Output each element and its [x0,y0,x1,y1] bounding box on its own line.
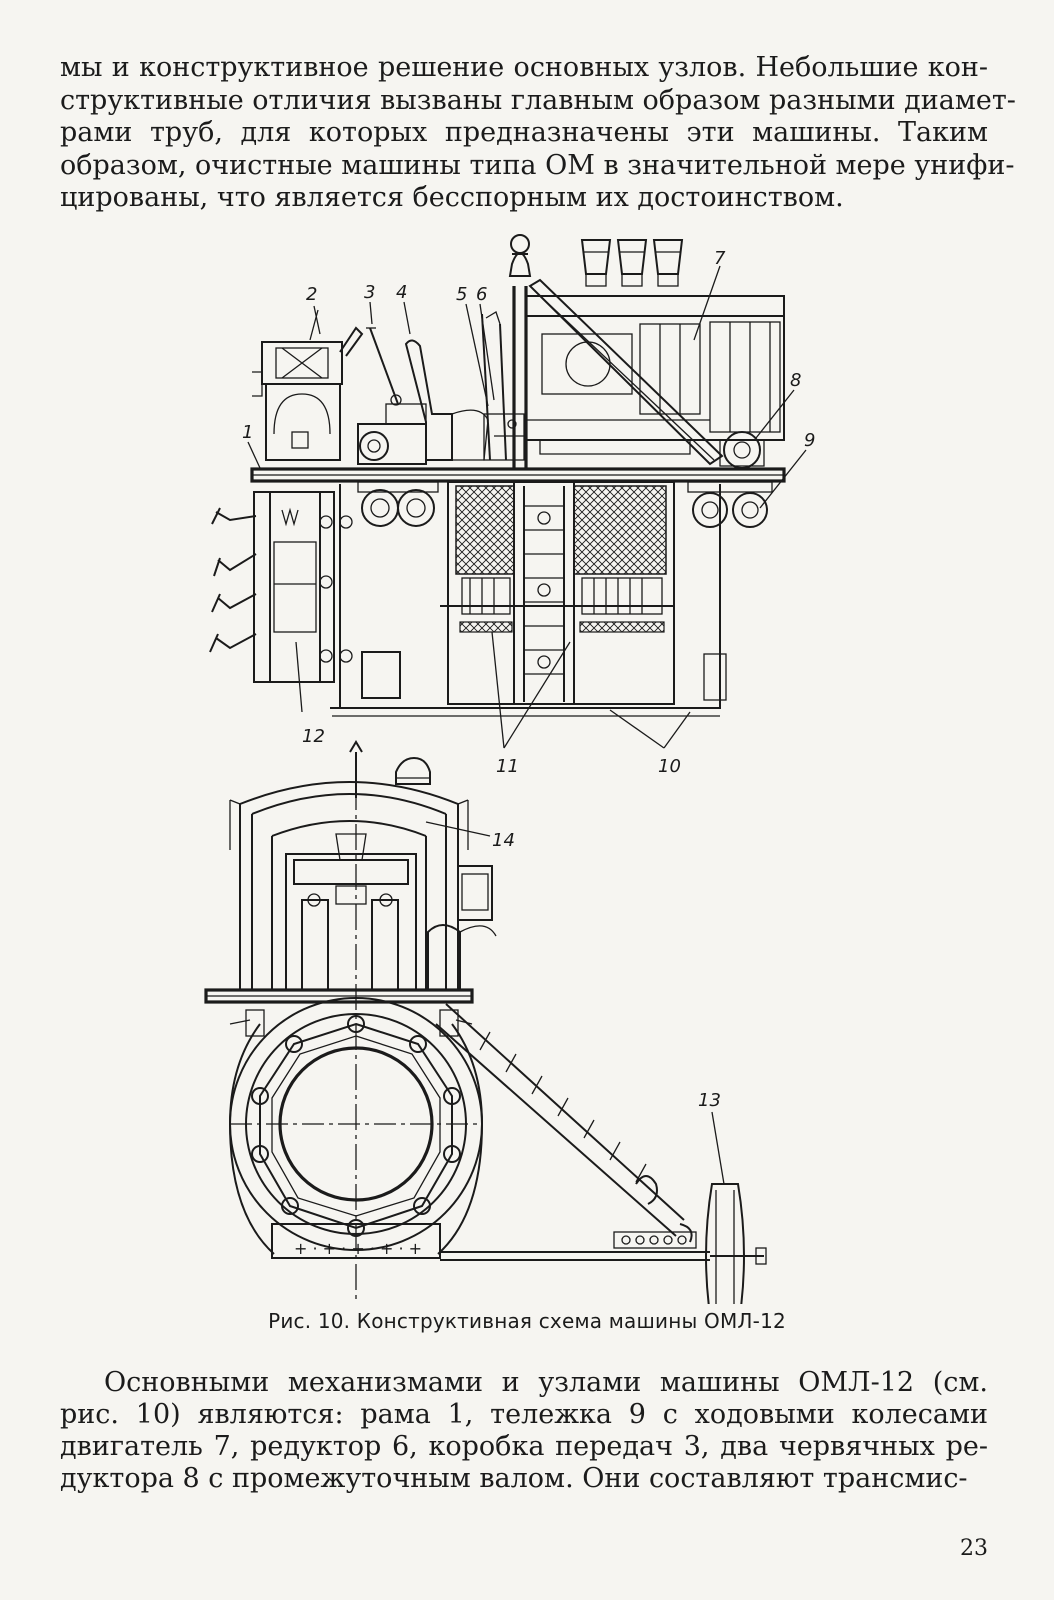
callout-2: 2 [306,284,317,305]
svg-text:+ · + · + · + · +: + · + · + · + · + [294,1239,422,1258]
callout-8: 8 [790,370,801,391]
text-line: мы и конструктивное решение основных узл… [60,52,988,83]
callout-1: 1 [242,422,253,443]
text-line: рис. 10) являются: рама 1, тележка 9 с х… [60,1399,988,1430]
chain-ladder [523,486,565,702]
text-line: дуктора 8 с промежуточным валом. Они сос… [60,1463,968,1494]
text-line: структивные отличия вызваны главным обра… [60,84,1016,116]
callout-9: 9 [804,430,815,451]
text-line: цированы, что является бесспорным их дос… [60,182,844,213]
callout-6: 6 [476,284,487,305]
callout-11: 11 [496,756,519,777]
paragraph-top: мы и конструктивное решение основных узл… [60,52,1016,215]
page-number: 23 [960,1536,988,1561]
inclined-conveyor [435,1003,697,1249]
callout-3: 3 [364,282,375,303]
side-view: 1 2 3 4 5 6 7 8 9 10 11 12 [209,234,815,777]
paragraph-bottom: Основными механизмами и узлами машины ОМ… [60,1367,988,1495]
text-line: двигатель 7, редуктор 6, коробка передач… [60,1431,988,1462]
callout-7: 7 [714,248,726,269]
brush-chain [251,1015,461,1237]
text-line: рами труб, для которых предназначены эти… [60,117,988,148]
callout-4: 4 [396,282,407,303]
callout-12: 12 [302,726,325,747]
callout-13: 13 [698,1090,721,1111]
text-line: образом, очистные машины типа ОМ в значи… [60,149,1015,181]
scraper-blocks [440,577,674,633]
figure-caption: Рис. 10. Конструктивная схема машины ОМЛ… [268,1309,786,1333]
text-line: Основными механизмами и узлами машины ОМ… [104,1367,988,1398]
machine-drawing: 1 2 3 4 5 6 7 8 9 10 11 12 [204,234,815,1304]
side-bracket [209,491,353,683]
callout-5: 5 [456,284,467,305]
callout-14: 14 [492,830,515,851]
callout-10: 10 [658,756,681,777]
figure-machine-schematic: 1 2 3 4 5 6 7 8 9 10 11 12 [190,224,830,1304]
filter-cups [580,239,700,297]
front-view: + · + · + · + · + [204,740,767,1304]
drum-13 [705,1183,767,1304]
